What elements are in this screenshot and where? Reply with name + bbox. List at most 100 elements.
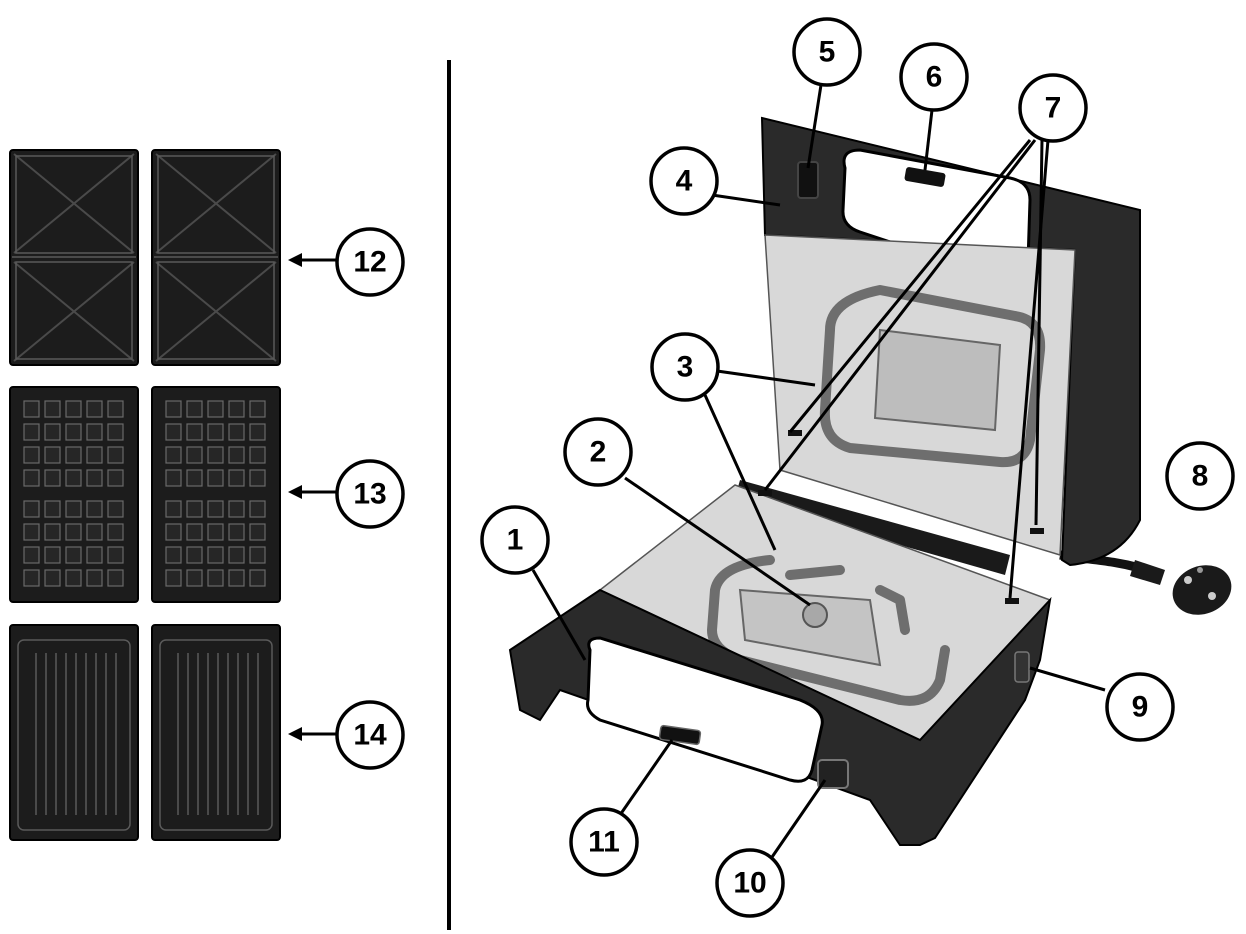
- waffle-cell: [207, 569, 224, 587]
- callout-3: 3: [650, 332, 720, 402]
- waffle-cell: [165, 400, 182, 418]
- waffle-cell: [23, 569, 40, 587]
- waffle-cell: [23, 500, 40, 518]
- callout-11-label: 11: [588, 826, 620, 859]
- waffle-cell: [86, 423, 103, 441]
- appliance-illustration: [508, 116, 1232, 846]
- waffle-cell: [65, 423, 82, 441]
- callout-9-label: 9: [1132, 691, 1149, 724]
- callout-8-label: 8: [1192, 460, 1209, 493]
- waffle-cell: [44, 500, 61, 518]
- waffle-cell: [249, 523, 266, 541]
- waffle-cell: [23, 546, 40, 564]
- waffle-cell: [107, 400, 124, 418]
- waffle-cell: [107, 469, 124, 487]
- callout-10: 10: [715, 848, 785, 918]
- callout-2-label: 2: [590, 436, 607, 469]
- waffle-cell: [86, 446, 103, 464]
- waffle-cell: [86, 500, 103, 518]
- sandwich-plates: [9, 149, 281, 366]
- callout-14: 14: [335, 700, 405, 770]
- waffle-cell: [249, 400, 266, 418]
- waffle-cell: [107, 523, 124, 541]
- waffle-cell: [107, 500, 124, 518]
- callout-4: 4: [649, 146, 719, 216]
- waffle-cell: [65, 500, 82, 518]
- waffle-cell: [165, 500, 182, 518]
- waffle-cell: [107, 423, 124, 441]
- grill-plates: [9, 624, 281, 841]
- waffle-cell: [65, 546, 82, 564]
- callout-6: 6: [899, 42, 969, 112]
- waffle-cell: [228, 469, 245, 487]
- callout-1-label: 1: [507, 524, 524, 557]
- waffle-cell: [186, 546, 203, 564]
- waffle-cell: [186, 446, 203, 464]
- waffle-cell: [86, 469, 103, 487]
- waffle-cell: [207, 469, 224, 487]
- leader-lines: [288, 84, 1106, 861]
- waffle-cell: [207, 446, 224, 464]
- callout-8: 8: [1165, 441, 1235, 511]
- callout-1: 1: [480, 505, 550, 575]
- callout-11: 11: [569, 807, 639, 877]
- waffle-cell: [207, 423, 224, 441]
- waffle-cell: [228, 523, 245, 541]
- waffle-cell: [165, 546, 182, 564]
- waffle-cell: [207, 546, 224, 564]
- waffle-cell: [228, 423, 245, 441]
- waffle-cell: [86, 523, 103, 541]
- waffle-cell: [44, 546, 61, 564]
- waffle-cell: [228, 569, 245, 587]
- waffle-cell: [165, 423, 182, 441]
- callout-5-label: 5: [819, 36, 836, 69]
- callout-4-label: 4: [676, 165, 693, 198]
- waffle-cell: [107, 446, 124, 464]
- waffle-cell: [186, 569, 203, 587]
- waffle-cell: [23, 523, 40, 541]
- waffle-cell: [107, 546, 124, 564]
- waffle-cell: [165, 569, 182, 587]
- waffle-cell: [186, 500, 203, 518]
- waffle-cell: [44, 569, 61, 587]
- callout-2: 2: [563, 417, 633, 487]
- waffle-cell: [165, 446, 182, 464]
- waffle-cell: [44, 446, 61, 464]
- waffle-cell: [186, 523, 203, 541]
- waffle-cell: [65, 569, 82, 587]
- waffle-cell: [23, 423, 40, 441]
- waffle-cell: [65, 523, 82, 541]
- waffle-cell: [23, 446, 40, 464]
- callout-14-label: 14: [353, 719, 387, 752]
- callout-13-label: 13: [353, 478, 386, 511]
- waffle-cell: [165, 523, 182, 541]
- waffle-cell: [249, 423, 266, 441]
- callout-12: 12: [335, 227, 405, 297]
- waffle-cell: [86, 546, 103, 564]
- waffle-cell: [228, 400, 245, 418]
- callout-3-label: 3: [677, 351, 694, 384]
- callout-6-label: 6: [926, 61, 943, 94]
- callout-13: 13: [335, 459, 405, 529]
- waffle-cell: [249, 446, 266, 464]
- callout-5: 5: [792, 17, 862, 87]
- waffle-cell: [44, 400, 61, 418]
- waffle-cell: [228, 546, 245, 564]
- callout-7-label: 7: [1045, 92, 1062, 125]
- waffle-cell: [186, 423, 203, 441]
- waffle-cell: [165, 469, 182, 487]
- waffle-cell: [249, 469, 266, 487]
- waffle-cell: [65, 469, 82, 487]
- waffle-cell: [86, 569, 103, 587]
- waffle-cell: [186, 469, 203, 487]
- waffle-cell: [228, 446, 245, 464]
- waffle-cell: [86, 400, 103, 418]
- callout-9: 9: [1105, 672, 1175, 742]
- waffle-cell: [65, 446, 82, 464]
- callout-10-label: 10: [733, 867, 766, 900]
- waffle-cell: [207, 500, 224, 518]
- waffle-cell: [44, 469, 61, 487]
- waffle-cell: [207, 523, 224, 541]
- waffle-cell: [228, 500, 245, 518]
